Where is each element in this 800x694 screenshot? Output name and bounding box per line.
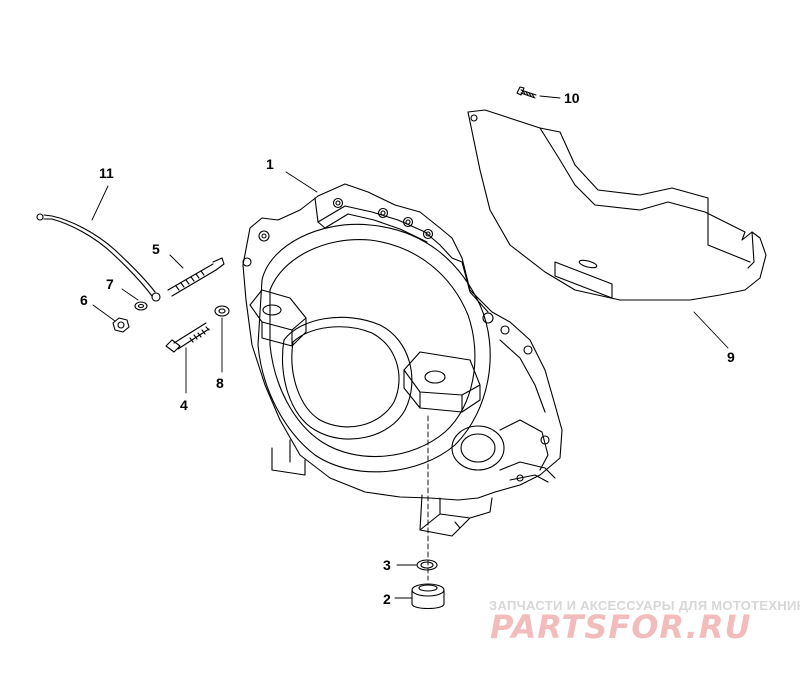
ground-strap-part-11 <box>36 213 161 302</box>
nut-part-6 <box>112 317 130 333</box>
washer-part-7 <box>134 301 148 311</box>
callout-8: 8 <box>216 375 224 391</box>
bushing-part-2 <box>411 583 445 610</box>
callout-7: 7 <box>106 276 114 292</box>
callout-3: 3 <box>383 557 391 573</box>
callout-4: 4 <box>180 397 188 413</box>
flywheel-housing-part-1 <box>242 183 563 537</box>
bolt-part-4 <box>165 322 210 353</box>
callout-10: 10 <box>564 90 580 106</box>
callout-6: 6 <box>80 292 88 308</box>
ring-part-3 <box>416 559 438 571</box>
screw-part-10 <box>516 86 537 99</box>
watermark-tagline: ЗАПЧАСТИ И АКСЕССУАРЫ ДЛЯ МОТОТЕХНИКИ <box>489 598 800 613</box>
callout-1: 1 <box>266 156 274 172</box>
cover-plate-part-9 <box>467 109 767 301</box>
callout-5: 5 <box>152 241 160 257</box>
washer-part-8 <box>214 305 230 317</box>
watermark-logo: PARTSFOR.RU <box>490 608 752 646</box>
callout-11: 11 <box>99 165 114 181</box>
callout-2: 2 <box>383 591 391 607</box>
stud-part-5 <box>167 257 225 297</box>
callout-9: 9 <box>727 349 735 365</box>
leader-lines <box>91 95 729 599</box>
